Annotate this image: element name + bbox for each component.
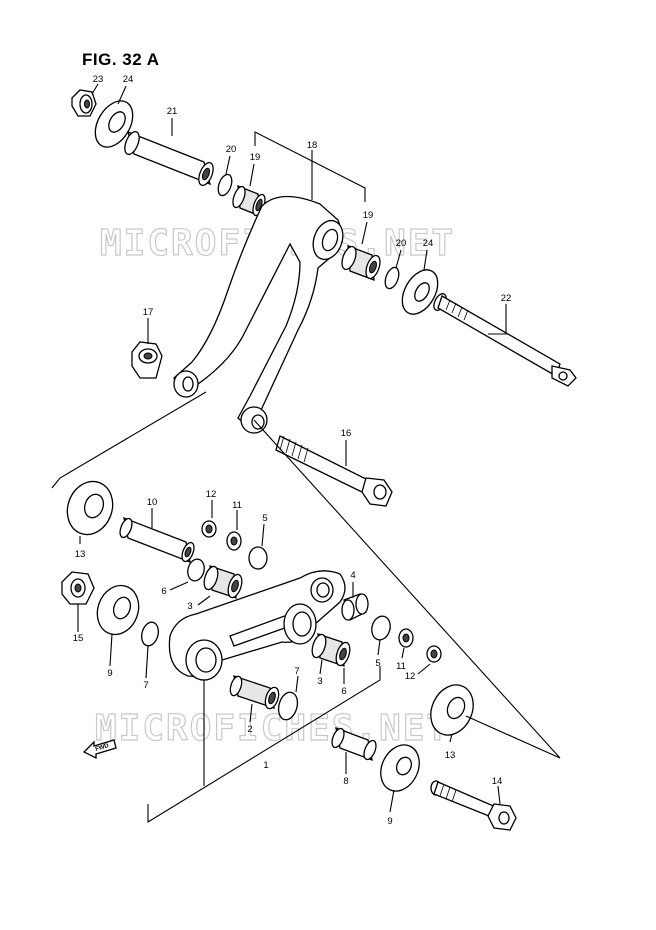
part-2-bearing — [229, 675, 280, 710]
callout-23: 23 — [93, 74, 104, 85]
callout-8: 8 — [343, 776, 348, 787]
part-6-oring-left — [187, 558, 205, 582]
part-9-washer-left — [96, 584, 140, 636]
callout-5-upper: 5 — [262, 513, 267, 524]
part-21-sleeve — [124, 130, 214, 187]
callout-6-right: 6 — [341, 686, 346, 697]
callout-21: 21 — [167, 106, 178, 117]
callout-24-lower: 24 — [423, 238, 434, 249]
part-19-bearing-right — [341, 245, 381, 281]
part-5-oring-right — [371, 615, 391, 641]
part-3-bearing-left — [203, 565, 243, 599]
callout-5-right: 5 — [375, 658, 380, 669]
callout-22: 22 — [501, 293, 512, 304]
part-11-ring-lower — [398, 628, 414, 648]
part-8-sleeve — [331, 726, 377, 762]
part-9-washer-lower — [380, 744, 420, 792]
part-18-cushion-lever — [173, 195, 344, 434]
part-1-cushion-rod — [168, 570, 346, 681]
part-17-nut — [131, 341, 163, 379]
part-7-oring-lower — [277, 691, 299, 721]
part-23-nut — [71, 89, 97, 117]
part-12-seal-lower — [426, 645, 442, 663]
part-14-bolt — [430, 780, 517, 831]
callout-12-upper: 12 — [206, 489, 217, 500]
part-22-bolt — [433, 293, 577, 387]
callout-13-right: 13 — [445, 750, 456, 761]
callout-7-left: 7 — [143, 680, 148, 691]
callout-19-lower: 19 — [363, 210, 374, 221]
callout-16: 16 — [341, 428, 352, 439]
part-24-washer-right — [401, 269, 439, 315]
callout-14: 14 — [492, 776, 503, 787]
part-13-washer-right — [430, 684, 474, 736]
part-3-bearing-right — [311, 633, 351, 667]
figure-title: FIG. 32 A — [82, 50, 160, 69]
leader-lines — [51, 83, 561, 823]
callout-labels: 23 24 21 20 19 18 19 20 24 22 17 16 12 1… — [73, 74, 512, 827]
part-20-oring-left — [217, 173, 233, 197]
callout-6-left: 6 — [161, 586, 166, 597]
callout-11-upper: 11 — [232, 500, 242, 511]
callout-4: 4 — [350, 570, 355, 581]
watermark-bottom: MICROFICHES.NET — [95, 708, 450, 749]
callout-7-lower: 7 — [294, 666, 299, 677]
part-11-ring-upper — [226, 531, 242, 551]
callout-18: 18 — [307, 140, 318, 151]
callout-9-lower: 9 — [387, 816, 392, 827]
callout-2: 2 — [247, 724, 252, 735]
part-16-bolt — [275, 435, 393, 507]
callout-10: 10 — [147, 497, 158, 508]
callout-17: 17 — [143, 307, 154, 318]
part-4-spacer — [341, 593, 369, 621]
fwd-arrow-icon — [82, 739, 117, 760]
callout-20-lower: 20 — [396, 238, 407, 249]
part-20-oring-right — [384, 266, 400, 290]
callout-19-upper: 19 — [250, 152, 261, 163]
part-7-oring-left — [141, 621, 159, 647]
part-13-washer-left — [66, 480, 114, 536]
callout-9-left: 9 — [107, 668, 112, 679]
part-24-washer-upper — [94, 100, 134, 148]
callout-20-upper: 20 — [226, 144, 237, 155]
callout-3-right: 3 — [317, 676, 322, 687]
callout-15: 15 — [73, 633, 84, 644]
callout-13-left: 13 — [75, 549, 86, 560]
callout-24-upper: 24 — [123, 74, 134, 85]
callout-3-left: 3 — [187, 601, 192, 612]
callout-11-lower: 11 — [396, 661, 406, 672]
part-10-sleeve — [119, 516, 195, 564]
fwd-label: FWD — [95, 743, 110, 753]
part-5-oring-upper — [248, 546, 268, 570]
callout-12-lower: 12 — [405, 671, 416, 682]
part-12-seal-upper — [201, 520, 217, 538]
part-15-nut — [61, 571, 95, 605]
callout-1: 1 — [263, 760, 268, 771]
